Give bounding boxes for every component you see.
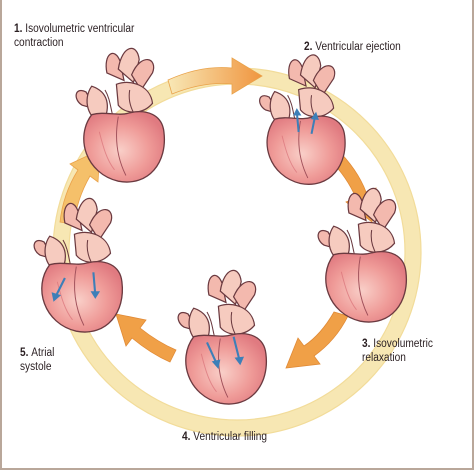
stage-5-text-line1: Atrial: [31, 347, 55, 359]
stage-1-text-line2: contraction: [14, 37, 64, 49]
stage-3-text-line1: Isovolumetric: [373, 338, 433, 350]
stage-5-label: 5. Atrial systole: [20, 346, 54, 374]
arrow-3-to-4: [285, 311, 349, 369]
heart-stage-4: [177, 269, 268, 405]
stage-1-label: 1. Isovolumetric ventricular contraction: [14, 22, 134, 50]
stage-4-label: 4. Ventricular filling: [182, 430, 267, 444]
stage-3-label: 3. Isovolumetric relaxation: [362, 337, 433, 365]
heart-stage-2: [258, 54, 346, 185]
stage-5-number: 5.: [20, 347, 29, 359]
stage-4-text-line1: Ventricular filling: [193, 431, 267, 443]
stage-1-number: 1.: [14, 23, 23, 35]
stage-2-number: 2.: [304, 41, 313, 53]
stage-1-text-line1: Isovolumetric ventricular: [25, 23, 135, 35]
stage-2-label: 2. Ventricular ejection: [304, 40, 401, 54]
stage-5-text-line2: systole: [20, 361, 52, 373]
arrow-4-to-5: [115, 313, 177, 363]
stage-3-text-line2: relaxation: [362, 352, 406, 364]
stage-3-number: 3.: [362, 338, 371, 350]
stage-4-number: 4.: [182, 431, 191, 443]
heart-stage-3: [317, 187, 408, 323]
arrow-1-to-2: [167, 57, 263, 95]
heart-stage-5: [33, 197, 124, 333]
stage-2-text-line1: Ventricular ejection: [315, 41, 401, 53]
